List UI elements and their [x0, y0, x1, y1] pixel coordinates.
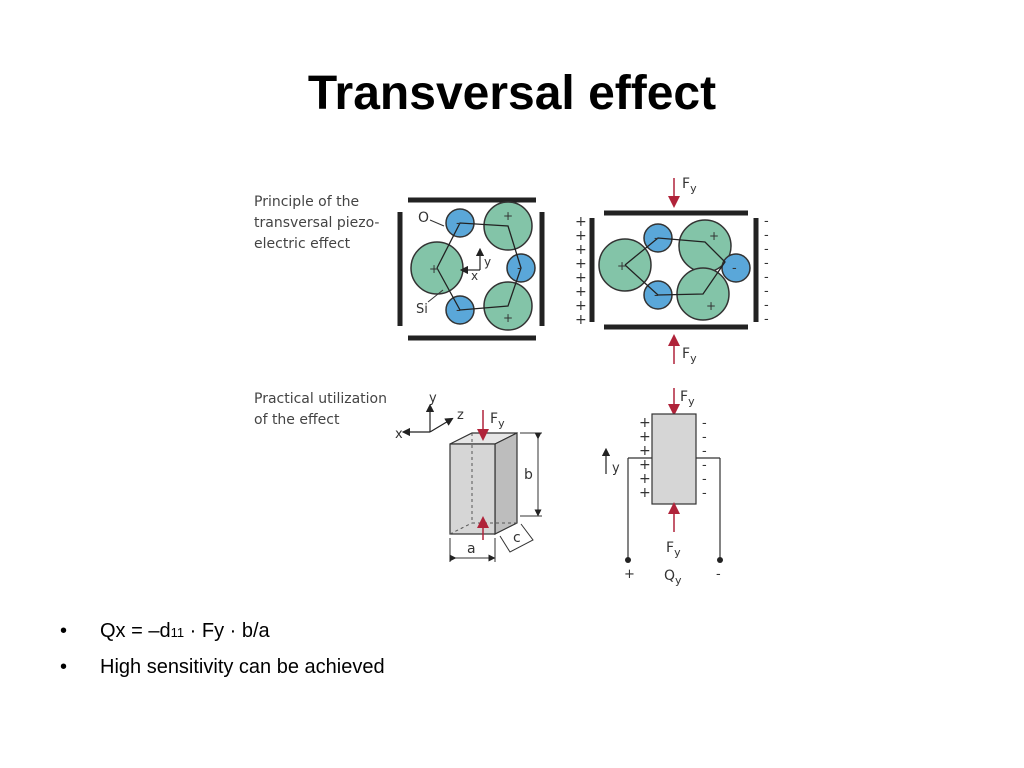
- force-label-top: Fy: [682, 176, 697, 195]
- charge-plus: +: [639, 443, 651, 459]
- axis-label-y: y: [484, 255, 491, 269]
- charge-plus: +: [429, 262, 439, 276]
- force-label-top: Fy: [680, 389, 695, 408]
- formula-suffix: · Fy · b/a: [184, 620, 270, 642]
- minus-charge-column: ------: [702, 416, 707, 501]
- sensor-side-view: Fy ++++++ ------ y Fy + - Qy: [601, 388, 723, 587]
- charge-minus: -: [764, 284, 769, 299]
- charge-minus: -: [702, 486, 707, 501]
- charge-plus: +: [639, 457, 651, 473]
- charge-minus: -: [764, 312, 769, 327]
- caption-line: transversal piezo-: [254, 215, 380, 231]
- axis-z-arrow: [429, 417, 454, 433]
- charge-plus: +: [706, 299, 716, 313]
- charge-minus: -: [702, 472, 707, 487]
- axis-label-y: y: [429, 391, 437, 406]
- charge-plus: +: [709, 229, 719, 243]
- terminal-plus-label: +: [624, 567, 635, 582]
- charge-plus: +: [639, 415, 651, 431]
- bullet-list: Qx = –d11 · Fy · b/a High sensitivity ca…: [60, 614, 385, 684]
- charge-minus: -: [764, 270, 769, 285]
- charge-minus: -: [456, 303, 461, 318]
- charge-plus: +: [575, 298, 587, 314]
- axis-label-z: z: [457, 408, 464, 423]
- charge-plus: +: [575, 214, 587, 230]
- charge-plus: +: [575, 242, 587, 258]
- oxygen-atom: [721, 253, 751, 283]
- force-label: Fy: [490, 411, 505, 430]
- charge-plus: +: [639, 471, 651, 487]
- force-label-bottom: Fy: [666, 540, 681, 559]
- force-label-bottom: Fy: [682, 346, 697, 365]
- axis-label-x: x: [395, 427, 403, 442]
- charge-plus: +: [575, 270, 587, 286]
- silicon-label: Si: [416, 302, 428, 317]
- charge-minus: -: [517, 261, 522, 276]
- charge-minus: -: [764, 242, 769, 257]
- caption-line: of the effect: [254, 412, 340, 428]
- block-3d: y x z Fy b a c: [395, 391, 542, 562]
- bond-hexagon: [436, 222, 522, 311]
- plus-charge-column: ++++++: [639, 415, 651, 501]
- diagram-svg: + + + - - - O Si y x Fy: [395, 176, 769, 587]
- caption-practical: Practical utilization of the effect: [254, 389, 387, 431]
- charge-label: Qy: [664, 568, 682, 587]
- charge-minus: -: [702, 444, 707, 459]
- block-side-face: [494, 432, 518, 535]
- plus-charge-column: ++++++++: [575, 214, 587, 328]
- minus-charge-column: --------: [764, 214, 769, 327]
- charge-plus: +: [575, 228, 587, 244]
- charge-minus: -: [702, 430, 707, 445]
- bullet-formula: Qx = –d11 · Fy · b/a: [60, 614, 385, 650]
- sensor-block: [651, 413, 697, 505]
- axis-label-y: y: [612, 461, 620, 476]
- charge-plus: +: [503, 311, 513, 325]
- caption-line: Practical utilization: [254, 391, 387, 407]
- piezo-diagram: Principle of the transversal piezo- elec…: [240, 170, 800, 590]
- caption-principle: Principle of the transversal piezo- elec…: [254, 192, 379, 255]
- leader-line: [427, 289, 444, 303]
- charge-plus: +: [617, 259, 627, 273]
- charge-plus: +: [575, 256, 587, 272]
- dim-label-a: a: [467, 541, 476, 557]
- formula-subscript: 11: [170, 625, 185, 640]
- charge-minus: -: [764, 298, 769, 313]
- leader-line: [429, 219, 445, 227]
- bullet-sensitivity: High sensitivity can be achieved: [60, 650, 385, 684]
- charge-plus: +: [503, 209, 513, 223]
- charge-minus: -: [702, 416, 707, 431]
- crystal-cell-loaded: Fy + + + - - - ++++++++ -------- Fy: [575, 176, 769, 365]
- caption-line: electric effect: [254, 236, 351, 252]
- charge-minus: -: [654, 288, 659, 303]
- caption-line: Principle of the: [254, 194, 360, 210]
- terminal-minus: [717, 557, 723, 563]
- terminal-plus: [625, 557, 631, 563]
- charge-plus: +: [575, 284, 587, 300]
- charge-minus: -: [764, 228, 769, 243]
- dim-label-b: b: [524, 467, 533, 483]
- charge-minus: -: [654, 231, 659, 246]
- charge-minus: -: [764, 256, 769, 271]
- bond-hexagon: [624, 237, 726, 296]
- charge-minus: -: [702, 458, 707, 473]
- charge-plus: +: [639, 429, 651, 445]
- charge-minus: -: [456, 216, 461, 231]
- slide-title: Transversal effect: [307, 67, 717, 120]
- terminal-minus-label: -: [716, 567, 721, 582]
- hidden-edge: [449, 522, 473, 535]
- dim-label-c: c: [513, 530, 521, 546]
- charge-minus: -: [764, 214, 769, 229]
- charge-plus: +: [575, 312, 587, 328]
- formula-prefix: Qx = –d: [100, 620, 171, 642]
- axis-label-x: x: [471, 269, 478, 283]
- charge-minus: -: [732, 261, 737, 276]
- dim-c-guide: [499, 523, 534, 553]
- oxygen-label: O: [418, 210, 429, 226]
- crystal-cell-unloaded: + + + - - - O Si y x: [397, 197, 545, 341]
- charge-plus: +: [639, 485, 651, 501]
